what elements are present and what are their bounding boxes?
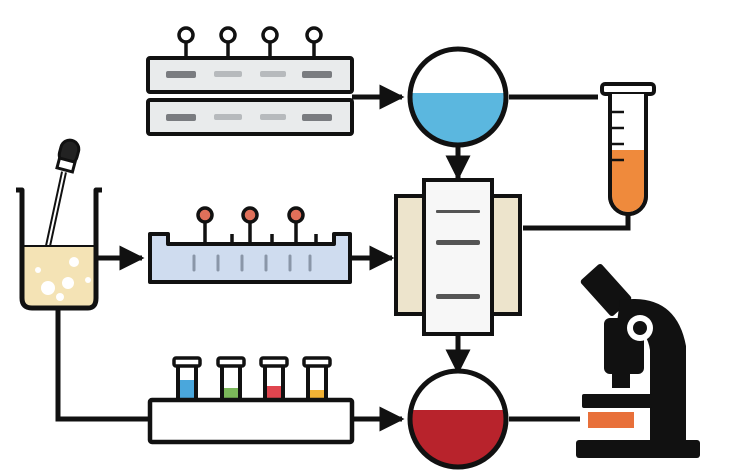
gel-plate-bottom	[146, 98, 354, 136]
yellow-beaker-with-dropper	[16, 138, 102, 311]
line-beaker-to-rack	[55, 308, 150, 422]
rack-base	[147, 397, 355, 445]
electrophoresis-tank	[148, 206, 352, 284]
microscope-icon	[576, 264, 700, 458]
line-tube-to-column	[523, 212, 631, 231]
orange-test-tube	[600, 82, 656, 216]
dropper	[45, 138, 81, 247]
test-tube-rack	[147, 356, 355, 445]
red-flask	[407, 368, 509, 470]
gel-plate-top	[146, 56, 354, 94]
gel-bands-bottom	[166, 114, 332, 121]
gel-plates	[146, 26, 354, 136]
blue-flask	[407, 46, 509, 148]
gel-column	[394, 178, 522, 336]
tank-pins	[196, 206, 318, 244]
gel-pins	[177, 26, 323, 58]
gel-bands-top	[166, 71, 332, 78]
